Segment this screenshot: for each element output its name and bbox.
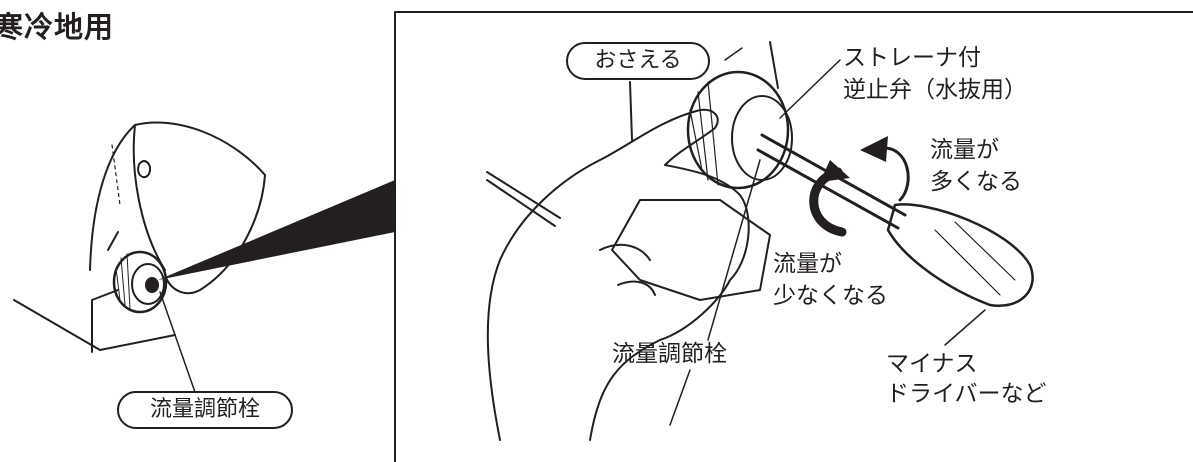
rotate-cw-arrow [809, 160, 850, 237]
leader-lines [669, 47, 986, 426]
page-title: 寒冷地用 [0, 10, 115, 44]
callout-stopcock-detail: 流量調節栓 [612, 341, 727, 367]
detail-frame [394, 11, 1193, 462]
callout-flow-more-line2: 多くなる [930, 169, 1022, 195]
callout-stopcock-overview: 流量調節栓 [117, 391, 293, 429]
callout-flow-less-line2: 少なくなる [773, 283, 888, 309]
zoom-wedge [158, 180, 395, 280]
callout-flow-less-line1: 流量が [773, 251, 842, 277]
faucet-overview [13, 121, 266, 353]
rotate-ccw-arrow [860, 136, 910, 202]
callout-press: おさえる [566, 42, 710, 80]
callout-strainer-line2: 逆止弁（水抜用） [843, 77, 1027, 103]
faucet-detail [486, 41, 1034, 441]
callout-tool-line2: ドライバーなど [886, 381, 1047, 407]
callout-tool-line1: マイナス [886, 351, 978, 377]
callout-strainer-line1: ストレーナ付 [843, 45, 981, 71]
callout-flow-more-line1: 流量が [930, 137, 999, 163]
